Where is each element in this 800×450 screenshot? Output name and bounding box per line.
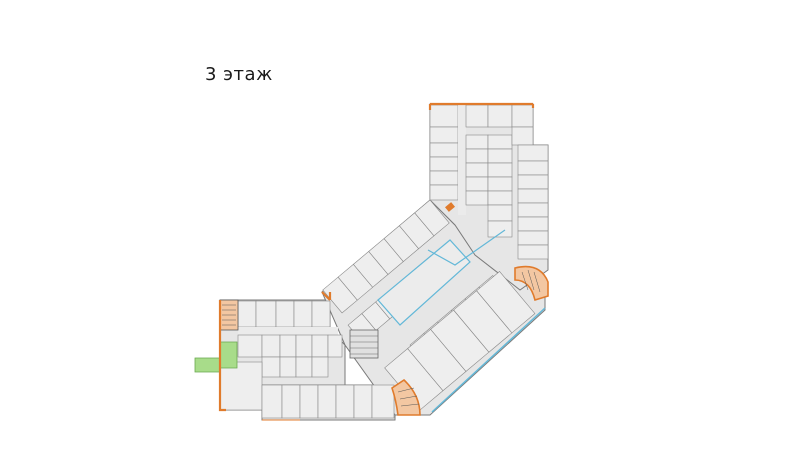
east-stair bbox=[514, 265, 549, 302]
north-wing-east-rooms bbox=[517, 144, 549, 260]
west-wing bbox=[219, 300, 395, 419]
south-stair bbox=[391, 378, 421, 416]
stair-core bbox=[349, 329, 379, 359]
south-large-rooms bbox=[384, 271, 536, 411]
central-atrium bbox=[377, 239, 471, 326]
north-wing-west-rooms bbox=[429, 104, 459, 201]
green-terrace bbox=[194, 341, 238, 373]
west-stair bbox=[219, 299, 239, 331]
facade-edges bbox=[218, 102, 535, 421]
north-wing bbox=[429, 104, 549, 260]
north-corridor bbox=[458, 105, 466, 215]
facade-marker bbox=[445, 202, 455, 212]
floor-title: 3 этаж bbox=[205, 64, 273, 85]
glazing-line bbox=[427, 229, 506, 266]
diagonal-outer-rooms bbox=[322, 199, 450, 314]
north-wing-inner-rooms bbox=[465, 104, 513, 238]
